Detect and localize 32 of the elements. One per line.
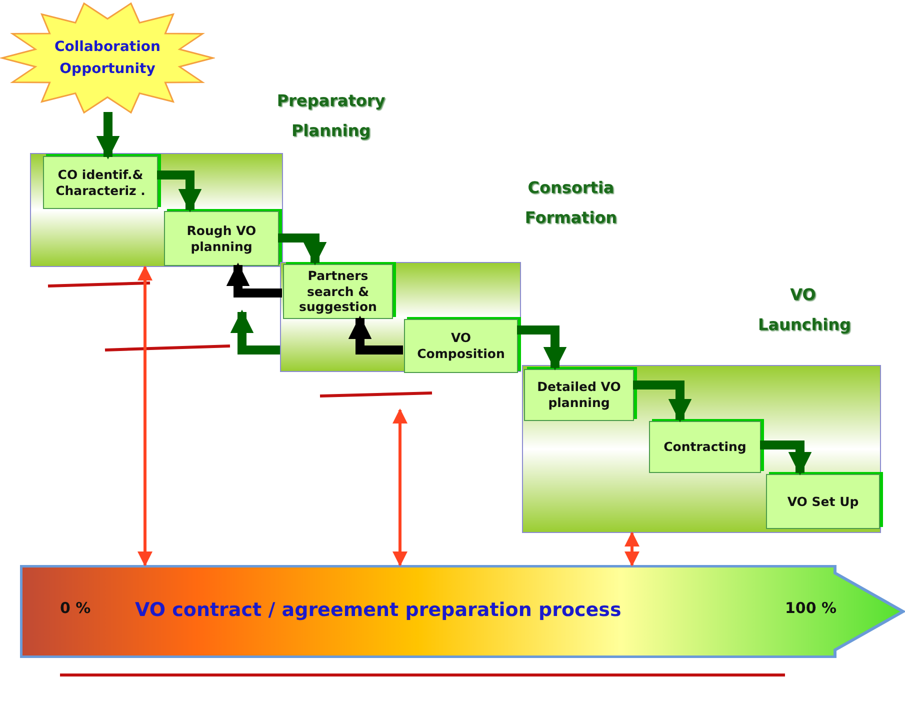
process-box [766, 474, 880, 529]
flow-arrow [230, 310, 280, 354]
step-label: Partners search & suggestion [298, 268, 378, 315]
flow-arrow [278, 234, 327, 266]
starburst-label: Collaboration Opportunity [53, 38, 162, 80]
process-box [524, 369, 634, 421]
flow-arrow [633, 380, 692, 422]
flow-arrow [348, 316, 403, 354]
flow-arrow [157, 170, 202, 212]
process-box [164, 211, 279, 266]
percent-label: 100 % [785, 599, 837, 617]
process-box [283, 264, 393, 319]
stage-heading: Consortia Formation [524, 177, 618, 230]
process-box [43, 156, 158, 209]
process-box [649, 421, 761, 473]
flow-arrow [226, 262, 282, 298]
step-label: VO Set Up [787, 494, 859, 510]
stage-heading: VO Launching [758, 284, 848, 336]
double-arrow [138, 266, 152, 566]
stage-heading: Preparatory Planning [276, 90, 386, 142]
double-arrow [392, 408, 408, 566]
step-label: VO Composition [416, 330, 506, 362]
step-label: Contracting [664, 439, 746, 455]
flow-arrow [760, 440, 812, 476]
flow-arrow [96, 112, 120, 160]
percent-label: 0 % [60, 599, 91, 617]
step-label: CO identif.& Characteriz . [54, 166, 146, 198]
process-title: VO contract / agreement preparation process [135, 599, 622, 621]
process-box [404, 319, 518, 373]
double-arrow [624, 532, 640, 566]
step-label: Detailed VO planning [536, 379, 622, 411]
step-label: Rough VO planning [186, 222, 258, 254]
